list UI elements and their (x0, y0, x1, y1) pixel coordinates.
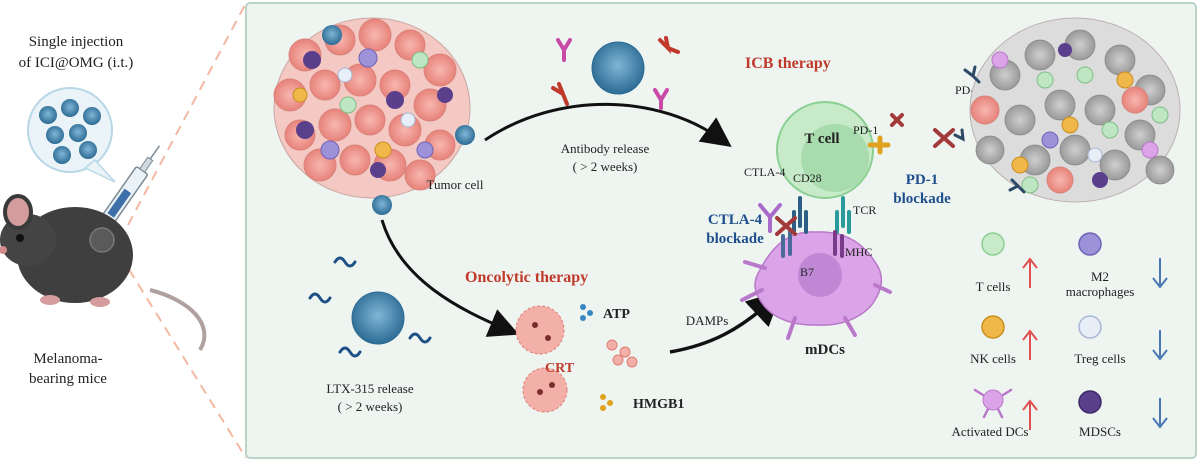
blockade-markers (775, 113, 955, 236)
cd28-label: CD28 (793, 171, 822, 185)
icb-therapy-heading: ICB therapy (745, 55, 831, 72)
treated-tumor-cluster (953, 17, 1181, 203)
legend-up-arrow-dc (1022, 399, 1038, 430)
legend-down-arrow-m2 (1152, 258, 1168, 289)
legend-dc-icon (973, 388, 1013, 419)
mice-line2: bearing mice (29, 371, 107, 387)
ctla4-blockade-line1: CTLA-4 (708, 212, 763, 228)
pd1-blockade-line2: blockade (893, 191, 951, 207)
mhc-label: MHC (845, 245, 872, 259)
dying-tumor-cells (515, 304, 638, 413)
tcr-label: TCR (853, 203, 876, 217)
legend-down-arrow-treg (1152, 330, 1168, 361)
antibody-release-line2: ( > 2 weeks) (573, 159, 638, 174)
dendritic-cell-icon (740, 231, 892, 340)
ltx-release-line1: LTX-315 release (326, 381, 413, 396)
b7-label: B7 (800, 265, 814, 279)
zoom-line-top (119, 2, 247, 241)
main-panel (245, 2, 1197, 459)
damps-label: DAMPs (686, 313, 729, 328)
legend-mdsc-icon (1078, 390, 1102, 414)
legend-up-arrow-t (1022, 257, 1038, 288)
injection-line1: Single injection (29, 34, 124, 50)
legend-t-cells: T cells (976, 279, 1011, 294)
legend-treg-icon (1078, 315, 1102, 339)
legend-up-arrow-nk (1022, 329, 1038, 360)
tumor-cell-label: Tumor cell (427, 177, 484, 192)
injection-line2: of ICI@OMG (i.t.) (19, 55, 134, 71)
ltx315-group (308, 256, 432, 358)
ltx-release-line2: ( > 2 weeks) (338, 399, 403, 414)
mdcs-label: mDCs (805, 342, 845, 358)
legend-nk-icon (981, 315, 1005, 339)
zoom-line-bottom (119, 254, 247, 459)
legend-down-arrow-mdsc (1152, 398, 1168, 429)
atp-label: ATP (603, 307, 630, 322)
pd1-blockade-line1: PD-1 (906, 172, 939, 188)
hmgb1-label: HMGB1 (633, 397, 684, 412)
ctla4-label: CTLA-4 (744, 165, 785, 179)
t-cell-label: T cell (804, 131, 839, 147)
legend-mdscs: MDSCs (1079, 424, 1121, 439)
mice-line1: Melanoma- (33, 351, 102, 367)
injection-label: Single injection of ICI@OMG (i.t.) (19, 34, 134, 71)
legend-m2-icon (1078, 232, 1102, 256)
damps-arrow (669, 290, 783, 354)
antibody-release-line1: Antibody release (561, 141, 650, 156)
antibody-arrow (484, 102, 732, 148)
mouse-icon (0, 194, 207, 352)
nanoparticle-bubble (27, 87, 116, 183)
crt-label: CRT (545, 361, 575, 376)
oncolytic-therapy-heading: Oncolytic therapy (465, 269, 588, 286)
t-cell-icon (776, 101, 874, 199)
legend-treg-cells: Treg cells (1074, 351, 1125, 366)
ctla4-blockade-line2: blockade (706, 231, 764, 247)
pd1-label: PD-1 (853, 123, 878, 137)
mice-label: Melanoma- bearing mice (29, 351, 107, 387)
legend: T cells M2 macrophages NK cells Treg cel… (952, 232, 1168, 439)
legend-nk-cells: NK cells (970, 351, 1016, 366)
receptors (758, 135, 891, 258)
legend-activated-dcs: Activated DCs (952, 424, 1029, 439)
legend-t-cell-icon (981, 232, 1005, 256)
antibody-nanoparticle-group (551, 36, 680, 110)
oncolytic-arrow (380, 219, 520, 337)
legend-m2-line1: M2 (1091, 269, 1109, 284)
tumor-cluster (273, 17, 475, 215)
legend-m2-line2: macrophages (1066, 284, 1135, 299)
